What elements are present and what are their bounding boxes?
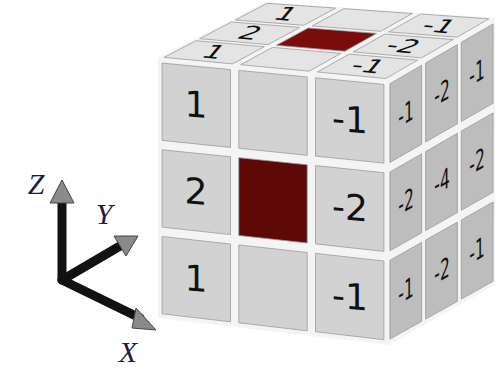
- kernel-value: 2: [185, 173, 208, 211]
- cube-cell: [390, 65, 422, 162]
- cube-cell: [239, 158, 307, 243]
- cube-cell: [426, 133, 458, 230]
- cube-cell: [353, 34, 453, 58]
- kernel-value: -4: [434, 164, 449, 201]
- cube-cell: [390, 154, 422, 251]
- cube-cell: [239, 70, 307, 155]
- kernel-value: -2: [470, 143, 485, 180]
- axis-label: X: [119, 337, 137, 367]
- cube-cell: [162, 63, 230, 147]
- kernel-value: 1: [185, 86, 208, 124]
- cube-cell: [316, 78, 384, 163]
- cube-cell: [461, 202, 493, 299]
- cube-cell: [426, 222, 458, 319]
- axis-line: [62, 280, 140, 318]
- cube-body: [158, 2, 495, 345]
- cube-cell: [426, 45, 458, 142]
- cube-cell: [390, 242, 422, 339]
- kernel-value: -1: [470, 54, 485, 91]
- kernel-cube: [158, 2, 495, 345]
- axis-label: Y: [96, 199, 113, 229]
- cube-cell: [389, 14, 489, 37]
- cube-cell: [162, 237, 230, 322]
- axis-line: [58, 200, 67, 280]
- axis-triad: [50, 180, 156, 330]
- kernel-value: -1: [398, 95, 413, 132]
- axis-label: Z: [28, 169, 45, 199]
- cube-cell: [317, 54, 417, 78]
- cube-cell: [461, 113, 493, 210]
- kernel-value: -2: [332, 189, 368, 228]
- kernel-value: -2: [434, 252, 449, 289]
- kernel-value: -1: [332, 101, 368, 140]
- cube-cell: [461, 24, 493, 122]
- kernel-value: -1: [398, 272, 413, 309]
- cube-cell: [316, 253, 384, 339]
- kernel-value: -1: [332, 277, 368, 316]
- axis-head: [50, 180, 74, 203]
- cube-cell: [316, 166, 384, 252]
- kernel-value: -1: [470, 232, 485, 269]
- axis-line: [62, 246, 120, 280]
- axis-head: [132, 308, 156, 330]
- kernel-value: 1: [185, 260, 208, 298]
- cube-cell: [239, 245, 307, 331]
- axis-head: [114, 236, 138, 256]
- cube-cell: [162, 150, 230, 235]
